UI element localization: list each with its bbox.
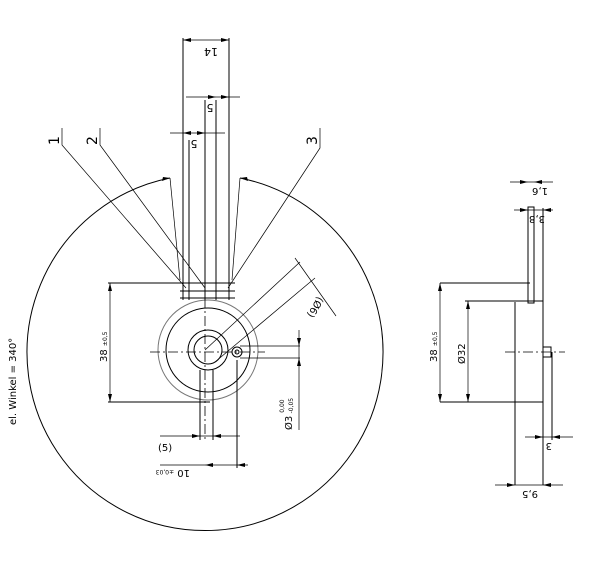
side-dim-depth: 3,8 xyxy=(529,213,545,224)
side-dim-height: 38 xyxy=(429,349,440,362)
dim-hole-text: Ø3 0,00-0,05 xyxy=(279,398,295,430)
hub-circle xyxy=(165,307,251,393)
front-view: 14 5 5 1 2 3 38 ±0,5 (Ø6) Ø3 0,00-0,05 (5… xyxy=(8,38,384,531)
side-dimension-arrows xyxy=(438,180,560,487)
angle-label: el. Winkel = 340° xyxy=(8,338,19,425)
dim-hole-tol-lower: -0,05 xyxy=(288,398,295,414)
side-dim-thickness: 1,6 xyxy=(532,185,548,196)
side-dim-height-text: 38 ±0,5 xyxy=(429,331,440,362)
dim-lower-5: 5 xyxy=(191,137,198,150)
dim-hole-tol-upper: 0,00 xyxy=(279,399,286,413)
terminal-lines xyxy=(108,38,238,468)
dim-offset-tol: ±0,03 xyxy=(156,468,175,475)
callout-1: 1 xyxy=(47,136,63,145)
dim-offset: 10 xyxy=(177,467,190,478)
dim-height-tol: ±0,5 xyxy=(102,331,109,346)
side-dim-diameter: Ø32 xyxy=(456,343,468,364)
dim-shaft-ref: (5) xyxy=(158,443,172,454)
side-view: 1,6 3,8 38 ±0,5 Ø32 3 9,5 xyxy=(429,180,573,499)
callout-2: 2 xyxy=(85,136,101,145)
side-dim-height-tol: ±0,5 xyxy=(432,331,439,346)
side-dim-pin: 3 xyxy=(546,440,552,451)
dimension-arrows xyxy=(108,38,301,467)
dim-bore-ref: (Ø6) xyxy=(304,295,325,320)
callout-3: 3 xyxy=(305,136,321,145)
callout-leaders xyxy=(61,128,337,363)
side-dim-total: 9,5 xyxy=(522,488,538,499)
dim-hole: Ø3 xyxy=(283,416,295,430)
dim-upper-5: 5 xyxy=(207,101,214,114)
bore-outer-circle xyxy=(187,329,229,371)
dim-height-text: 38 ±0,5 xyxy=(99,331,110,362)
hub-outer-circle xyxy=(157,299,259,401)
outer-disc-outline xyxy=(26,177,384,531)
dim-height: 38 xyxy=(99,349,110,362)
bore-circle xyxy=(193,335,223,365)
dim-offset-text: 10 ±0,03 xyxy=(156,467,190,478)
terminal-side xyxy=(527,206,535,304)
dim-width-total: 14 xyxy=(204,45,218,58)
